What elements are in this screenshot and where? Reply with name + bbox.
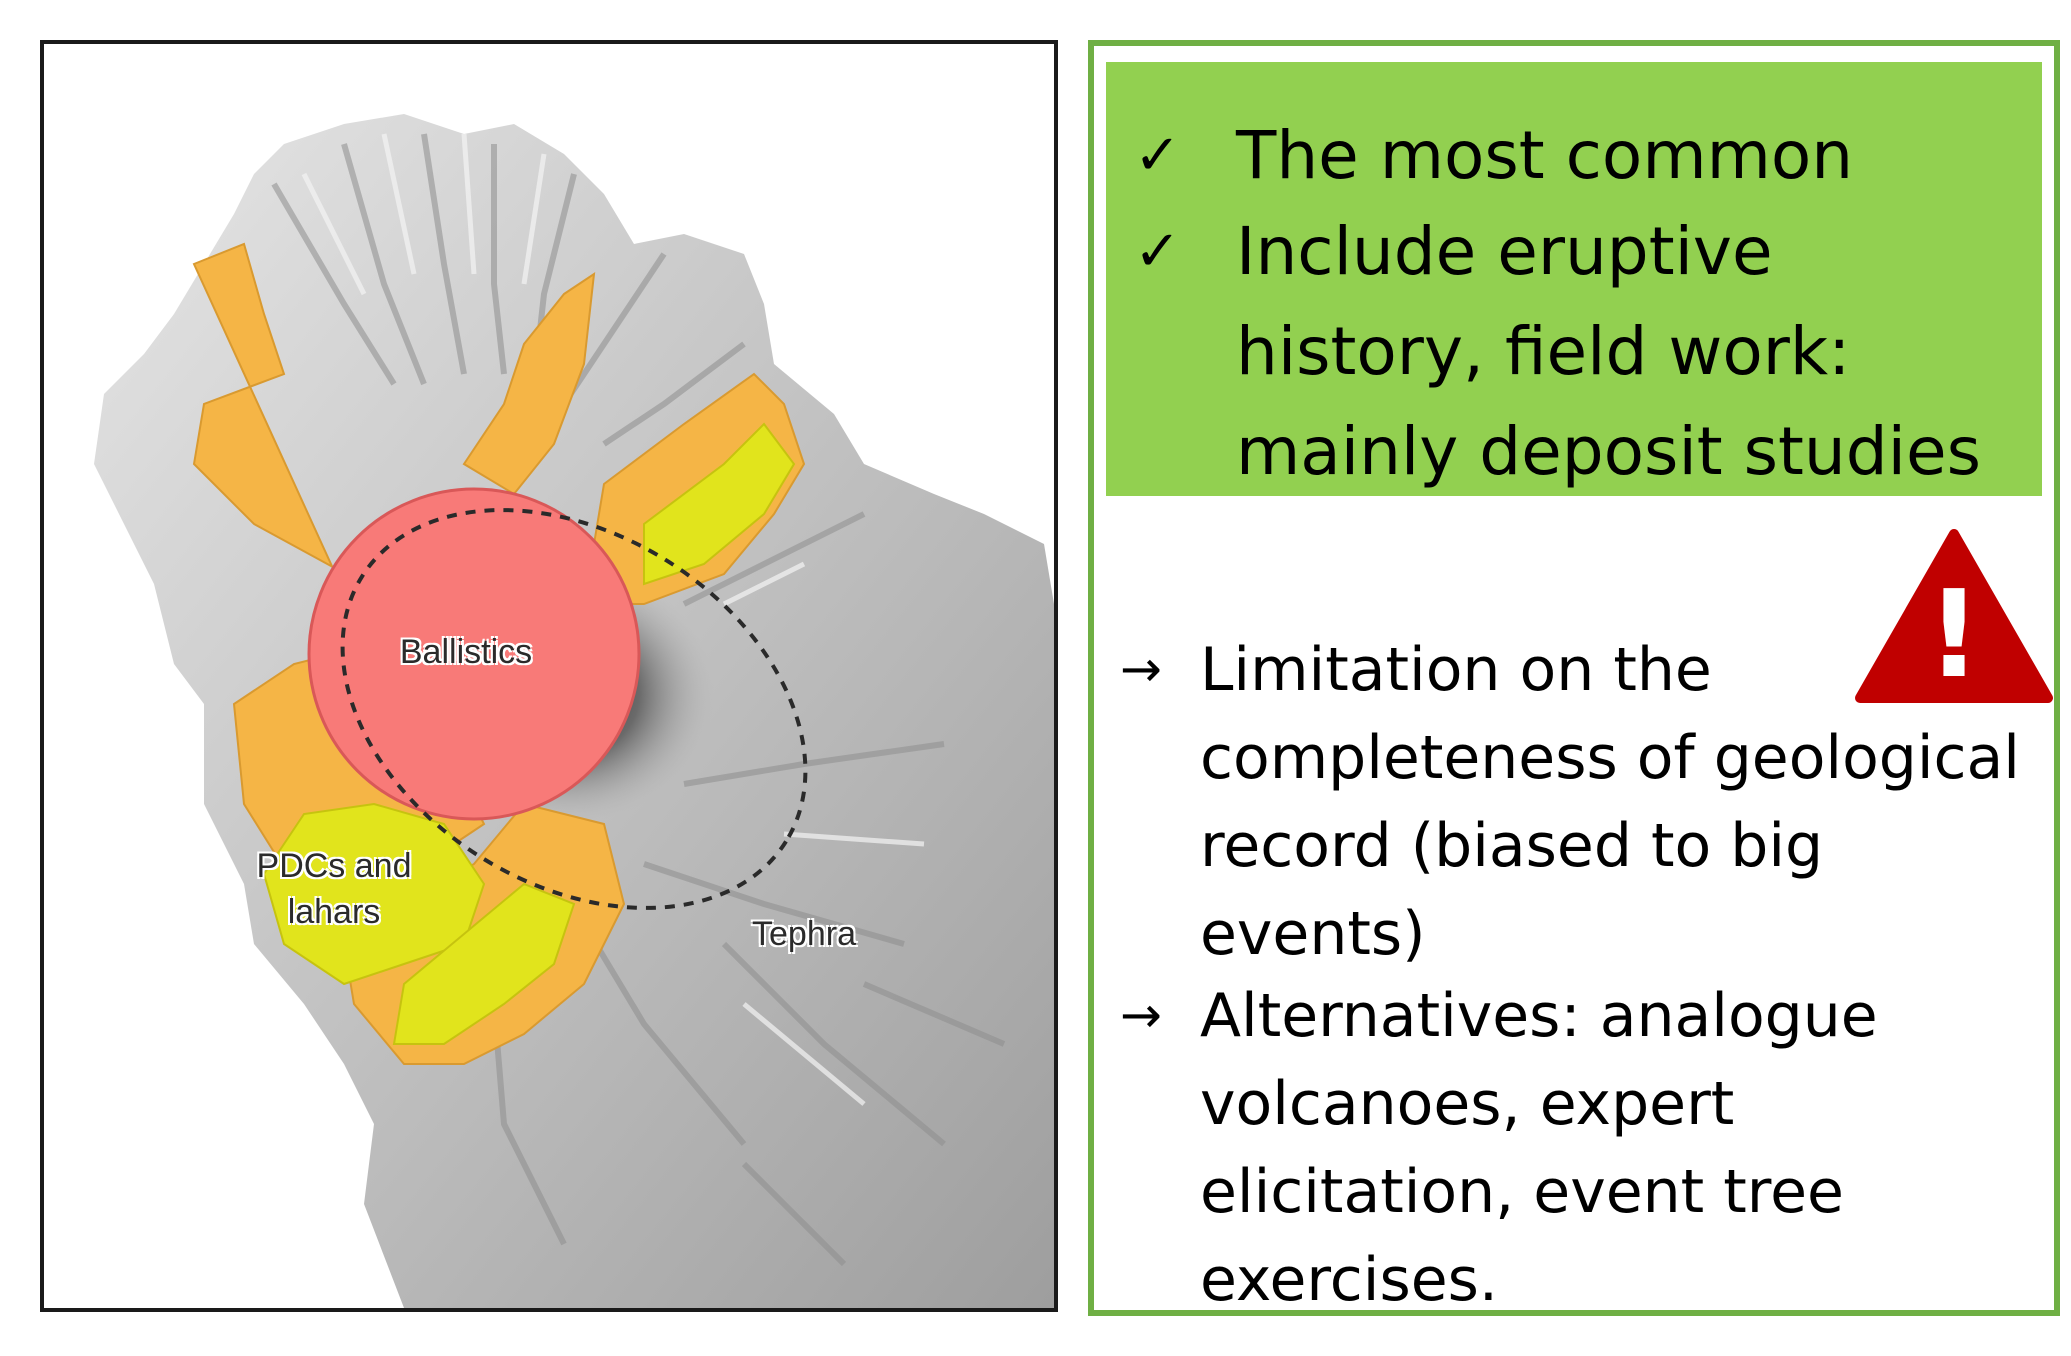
- checklist-line: Include eruptive: [1236, 213, 1773, 290]
- arrow-line: Alternatives: analogue: [1200, 981, 1878, 1051]
- volcano-hazard-map: Ballistics PDCs and lahars Tephra: [40, 40, 1058, 1312]
- arrow-line: exercises.: [1200, 1245, 1498, 1315]
- arrow-item: → Alternatives: analogue volcanoes, expe…: [1094, 972, 2054, 1322]
- terrain-highlights: [301, 133, 925, 1106]
- pdcs-label-line1: PDCs and: [256, 847, 412, 885]
- arrow-item: → Limitation on the completeness of geol…: [1094, 626, 2054, 969]
- checklist-item: ✓ The most common: [1106, 106, 2042, 206]
- tephra-zone-outline: [340, 508, 808, 910]
- arrow-line: Limitation on the: [1200, 635, 1712, 705]
- arrow-right-icon: →: [1120, 986, 1162, 1044]
- ballistics-zone: [307, 487, 641, 821]
- checklist-line: history, field work:: [1236, 313, 1851, 390]
- hazard-map-graphic: [94, 114, 1054, 1308]
- checklist-line: The most common: [1236, 117, 1854, 194]
- arrow-line: elicitation, event tree: [1200, 1157, 1844, 1227]
- tephra-label: Tephra: [752, 915, 856, 953]
- checklist-item: ✓ Include eruptive history, field work: …: [1106, 202, 2042, 502]
- arrow-text: Alternatives: analogue volcanoes, expert…: [1200, 972, 2050, 1324]
- check-icon: ✓: [1134, 219, 1181, 284]
- arrow-line: volcanoes, expert: [1200, 1069, 1735, 1139]
- ballistics-label: Ballistics: [399, 633, 533, 671]
- arrow-text: Limitation on the completeness of geolog…: [1200, 626, 2050, 978]
- check-icon: ✓: [1134, 123, 1181, 188]
- arrow-line: completeness of geological: [1200, 723, 2020, 793]
- warning-exclamation: !: [1927, 566, 1982, 705]
- arrow-line: record (biased to big events): [1200, 811, 1824, 969]
- pdcs-label-line2: lahars: [287, 893, 381, 931]
- info-panel: ✓ The most common ✓ Include eruptive his…: [1088, 40, 2060, 1316]
- key-points-highlight: ✓ The most common ✓ Include eruptive his…: [1106, 62, 2042, 496]
- checklist-text: Include eruptive history, field work: ma…: [1236, 202, 2036, 502]
- lahar-zone: [262, 422, 796, 1045]
- arrow-right-icon: →: [1120, 640, 1162, 698]
- checklist-line: mainly deposit studies: [1236, 413, 1981, 490]
- checklist-text: The most common: [1236, 106, 2036, 206]
- warning-icon: !: [1855, 529, 2053, 705]
